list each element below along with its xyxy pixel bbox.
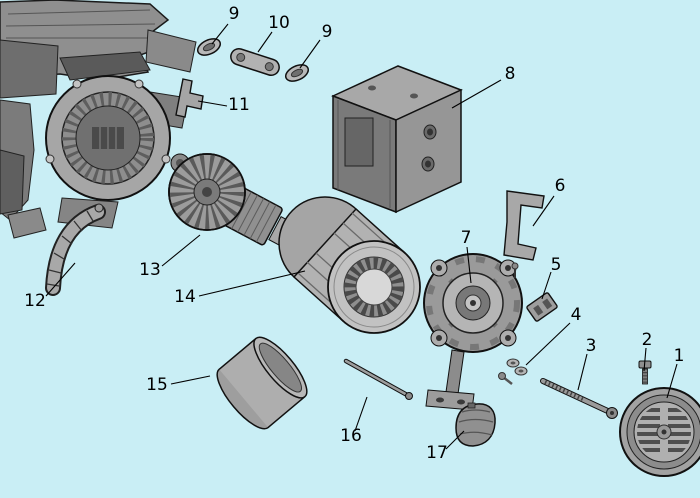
control-box-part-8: [331, 65, 463, 214]
callouts: 9 10 9 8 11 6 13 7 5 14 12 4 3 2 1 15 16…: [24, 4, 684, 463]
bracket-part-6: [503, 190, 545, 278]
callout-label-15: 15: [146, 375, 168, 395]
engine-block: [0, 0, 197, 239]
callout-label-6: 6: [555, 176, 566, 196]
hardware-part-4: [498, 358, 528, 385]
callout-label-9a: 9: [229, 4, 240, 24]
rod-part-16: [343, 358, 413, 400]
callout-label-13: 13: [139, 260, 161, 280]
callout-label-2: 2: [642, 330, 653, 350]
callout-label-16: 16: [340, 426, 362, 446]
link-part-10: [230, 47, 280, 77]
callout-label-1: 1: [674, 346, 685, 366]
callout-label-5: 5: [551, 255, 562, 275]
callout-label-7: 7: [461, 228, 472, 248]
cover-part-17: [455, 402, 496, 447]
flex-band-part-12: [45, 203, 106, 296]
stator-part-14: [278, 196, 421, 334]
callout-label-9b: 9: [322, 22, 333, 42]
brush-holder-part-5: [526, 292, 558, 322]
callout-label-14: 14: [174, 287, 196, 307]
callout-label-17: 17: [426, 443, 448, 463]
sleeve-part-15: [216, 336, 308, 430]
end-cover-part-1: [619, 387, 700, 477]
bolt-part-3: [540, 378, 618, 419]
leader-lines: [45, 23, 678, 450]
gasket-part-9a: [196, 38, 222, 56]
callout-label-10: 10: [268, 13, 290, 33]
callout-label-3: 3: [586, 336, 597, 356]
bracket-part-11: [175, 78, 204, 118]
callout-label-11: 11: [228, 95, 250, 115]
callout-label-12: 12: [24, 291, 46, 311]
gasket-part-9b: [284, 64, 310, 82]
end-bracket-part-7: [423, 253, 523, 411]
callout-label-4: 4: [571, 305, 582, 325]
callout-label-8: 8: [505, 64, 516, 84]
